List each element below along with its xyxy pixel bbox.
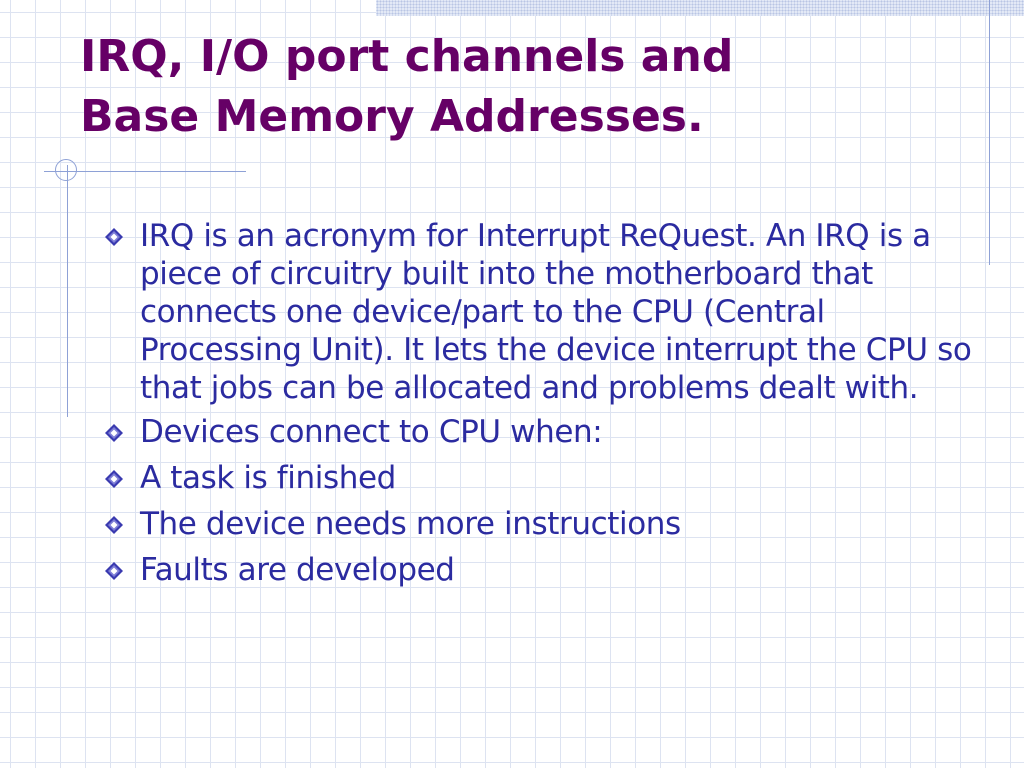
slide-title: IRQ, I/O port channels and Base Memory A… <box>80 31 734 142</box>
diamond-bullet-icon <box>104 413 140 453</box>
bullet-item: The device needs more instructions <box>104 505 974 545</box>
diamond-bullet-icon <box>104 551 140 591</box>
diamond-bullet-icon <box>104 505 140 545</box>
bullet-item: IRQ is an acronym for Interrupt ReQuest.… <box>104 217 974 407</box>
left-vertical-rule <box>67 165 68 417</box>
bullet-text: A task is finished <box>140 460 396 496</box>
diamond-bullet-icon <box>104 217 140 257</box>
bullet-text: IRQ is an acronym for Interrupt ReQuest.… <box>140 218 972 406</box>
bullet-list: IRQ is an acronym for Interrupt ReQuest.… <box>104 217 974 597</box>
rule-circle-ornament <box>55 159 77 181</box>
right-vertical-rule <box>989 0 990 265</box>
bullet-item: Devices connect to CPU when: <box>104 413 974 453</box>
top-decorative-band <box>376 0 1024 16</box>
bullet-text: Faults are developed <box>140 552 455 588</box>
bullet-item: A task is finished <box>104 459 974 499</box>
diamond-bullet-icon <box>104 459 140 499</box>
bullet-text: The device needs more instructions <box>140 506 681 542</box>
title-underline-rule <box>44 171 246 172</box>
bullet-item: Faults are developed <box>104 551 974 591</box>
bullet-text: Devices connect to CPU when: <box>140 414 603 450</box>
